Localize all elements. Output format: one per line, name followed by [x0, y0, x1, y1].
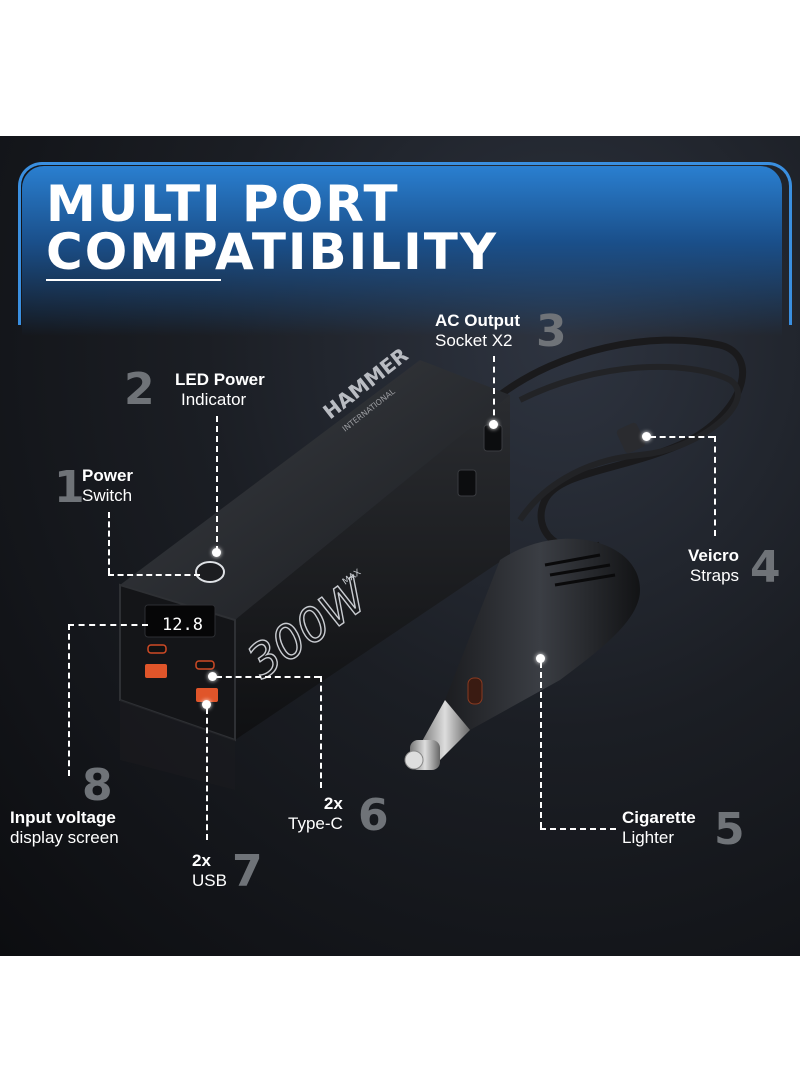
callout-4-line-h	[650, 436, 714, 438]
power-switch[interactable]	[195, 561, 225, 583]
usb-a-port-2	[196, 688, 218, 702]
callout-6-dot	[208, 672, 217, 681]
callout-2-title: LED Power	[175, 370, 265, 389]
callout-6-line-v	[320, 676, 322, 788]
headline-line-2: COMPATIBILITY	[46, 223, 499, 281]
headline: MULTI PORT COMPATIBILITY	[46, 175, 499, 281]
voltage-display-reading: 12.8	[162, 615, 203, 635]
header-band	[22, 166, 782, 336]
callout-5-line-v	[540, 662, 542, 828]
callout-7-title: 2x	[192, 851, 211, 870]
headline-underline	[46, 279, 221, 281]
ac-socket-2	[457, 469, 477, 497]
headline-line-1: MULTI PORT	[46, 175, 400, 233]
callout-6-title: 2x	[323, 794, 343, 813]
velcro-strap	[616, 422, 646, 454]
callout-8-subtitle: display screen	[10, 828, 119, 847]
callout-8-line-v	[68, 624, 70, 776]
voltage-display-screen	[144, 604, 216, 638]
cigarette-lighter-plug	[404, 538, 640, 770]
callout-ac-output: AC Output Socket X2	[435, 311, 520, 351]
usb-c-port-2	[195, 660, 215, 670]
callout-power-switch: Power Switch	[82, 466, 133, 506]
callout-5-line-h	[540, 828, 616, 830]
callout-6-number: 6	[358, 790, 389, 841]
callout-5-subtitle: Lighter	[622, 828, 674, 847]
callout-velcro-straps: Veicro Straps	[688, 546, 739, 586]
callout-3-number: 3	[536, 306, 567, 357]
callout-input-voltage: Input voltage display screen	[10, 808, 119, 848]
callout-2-dot	[212, 548, 221, 557]
callout-2-number: 2	[124, 364, 155, 415]
callout-type-c: 2x Type-C	[288, 794, 343, 834]
callout-usb: 2x USB	[192, 851, 227, 891]
callout-5-dot	[536, 654, 545, 663]
callout-cigarette-lighter: Cigarette Lighter	[622, 808, 696, 848]
inverter-side-face	[235, 395, 510, 740]
callout-4-dot	[642, 432, 651, 441]
callout-2-subtitle: Indicator	[181, 390, 247, 409]
callout-4-number: 4	[750, 542, 781, 593]
callout-led-indicator: LED Power Indicator	[175, 370, 265, 410]
callout-1-title: Power	[82, 466, 134, 485]
callout-8-number: 8	[82, 760, 113, 811]
feature-panel: MULTI PORT COMPATIBILITY	[0, 136, 800, 956]
callout-5-number: 5	[714, 804, 745, 855]
callout-1-line-h	[108, 574, 200, 576]
callout-1-number: 1	[54, 462, 85, 513]
callout-5-title: Cigarette	[622, 808, 696, 827]
callout-2-line	[216, 416, 218, 552]
callout-3-title: AC Output	[435, 311, 520, 330]
callout-8-line-h	[68, 624, 148, 626]
callout-7-subtitle: USB	[192, 871, 227, 890]
callout-3-dot	[489, 420, 498, 429]
callout-4-line-v	[714, 436, 716, 536]
callout-3-line	[493, 356, 495, 426]
callout-7-number: 7	[232, 846, 263, 897]
header-border	[18, 162, 792, 325]
callout-3-subtitle: Socket X2	[435, 331, 513, 350]
callout-8-title: Input voltage	[10, 808, 116, 827]
callout-7-line	[206, 708, 208, 840]
callout-4-subtitle: Straps	[689, 566, 740, 585]
callout-6-subtitle: Type-C	[288, 814, 343, 833]
callout-1-subtitle: Switch	[82, 486, 133, 505]
power-cable-loop	[517, 363, 741, 522]
callout-6-line-h	[216, 676, 320, 678]
callout-4-title: Veicro	[688, 546, 740, 565]
callout-7-dot	[202, 700, 211, 709]
callout-1-line-v	[108, 512, 110, 574]
usb-a-port-1	[145, 664, 167, 678]
usb-c-port-1	[147, 644, 167, 654]
